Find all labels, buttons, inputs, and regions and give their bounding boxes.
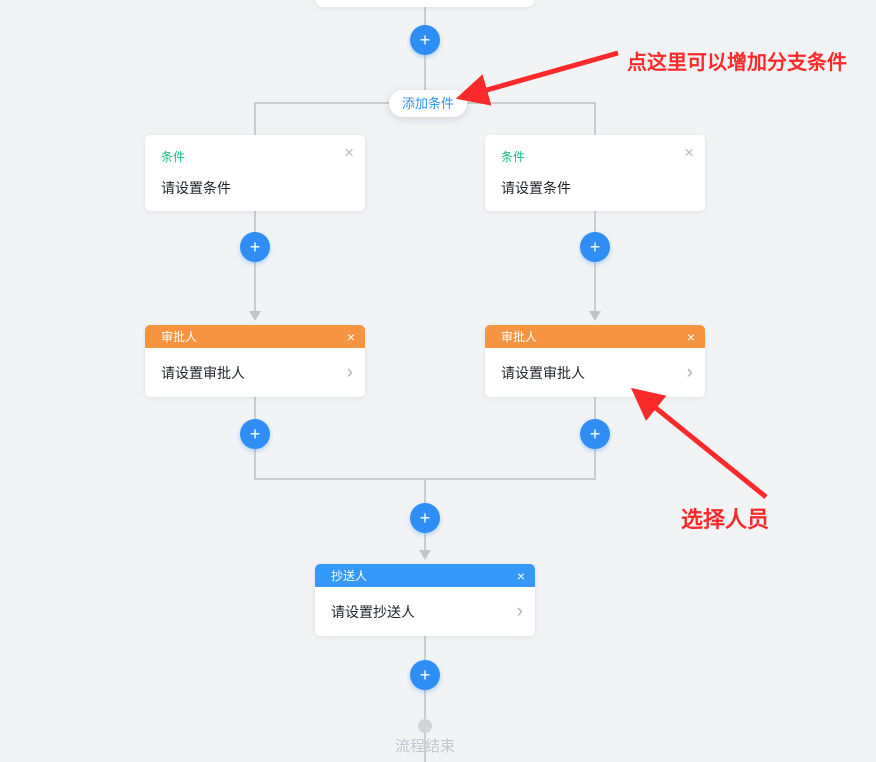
approver-node-body[interactable]: 请设置审批人 › [145, 348, 365, 397]
annotation-arrow [455, 50, 619, 106]
approver-node-card[interactable]: 审批人 × 请设置审批人 › [145, 325, 365, 397]
cc-node-body[interactable]: 请设置抄送人 › [315, 587, 535, 636]
condition-node-placeholder: 请设置条件 [161, 180, 231, 196]
end-node-label: 流程结束 [394, 738, 455, 755]
approver-node-title: 审批人 [161, 330, 198, 344]
add-node-button[interactable]: + [240, 419, 270, 449]
add-node-button[interactable]: + [410, 25, 440, 55]
close-icon[interactable]: × [686, 328, 695, 345]
close-icon[interactable]: × [344, 143, 354, 162]
condition-node-title: 条件 [161, 150, 186, 164]
add-node-button[interactable]: + [410, 660, 440, 690]
close-icon[interactable]: × [516, 567, 525, 584]
annotation-arrow [630, 387, 768, 499]
close-icon[interactable]: × [346, 328, 355, 345]
chevron-right-icon: › [686, 362, 693, 383]
condition-node-title: 条件 [501, 150, 526, 164]
arrow-down-icon [589, 311, 601, 321]
connector-line [254, 102, 256, 135]
add-condition-button[interactable]: 添加条件 [389, 90, 468, 117]
add-node-button[interactable]: + [580, 232, 610, 262]
arrow-down-icon [249, 311, 261, 321]
connector-line [424, 7, 426, 103]
condition-node-placeholder: 请设置条件 [501, 180, 571, 196]
add-node-button[interactable]: + [240, 232, 270, 262]
approver-node-placeholder: 请设置审批人 [161, 364, 245, 381]
chevron-right-icon: › [516, 601, 523, 622]
connector-line [424, 636, 426, 762]
close-icon[interactable]: × [684, 143, 694, 162]
add-node-button[interactable]: + [580, 419, 610, 449]
connector-line [254, 211, 256, 313]
cc-node-header: 抄送人 × [315, 564, 535, 587]
connector-line [594, 211, 596, 313]
annotation-add-branch-tip: 点这里可以增加分支条件 [627, 52, 847, 74]
chevron-right-icon: › [346, 362, 353, 383]
add-node-button[interactable]: + [410, 503, 440, 533]
cc-node-title: 抄送人 [331, 569, 368, 583]
arrow-down-icon [419, 550, 431, 560]
approver-node-card[interactable]: 审批人 × 请设置审批人 › [485, 325, 705, 397]
cc-node-card[interactable]: 抄送人 × 请设置抄送人 › [315, 564, 535, 636]
end-node-dot [418, 719, 432, 733]
cc-node-placeholder: 请设置抄送人 [331, 603, 415, 620]
approver-node-header: 审批人 × [485, 325, 705, 348]
condition-node-card[interactable]: 条件 请设置条件 × [485, 135, 705, 211]
approver-node-title: 审批人 [501, 330, 538, 344]
connector-line [594, 102, 596, 135]
approver-node-placeholder: 请设置审批人 [501, 364, 585, 381]
annotation-select-person-tip: 选择人员 [681, 507, 770, 532]
approver-node-header: 审批人 × [145, 325, 365, 348]
start-node-card[interactable] [315, 0, 535, 7]
approver-node-body[interactable]: 请设置审批人 › [485, 348, 705, 397]
condition-node-card[interactable]: 条件 请设置条件 × [145, 135, 365, 211]
